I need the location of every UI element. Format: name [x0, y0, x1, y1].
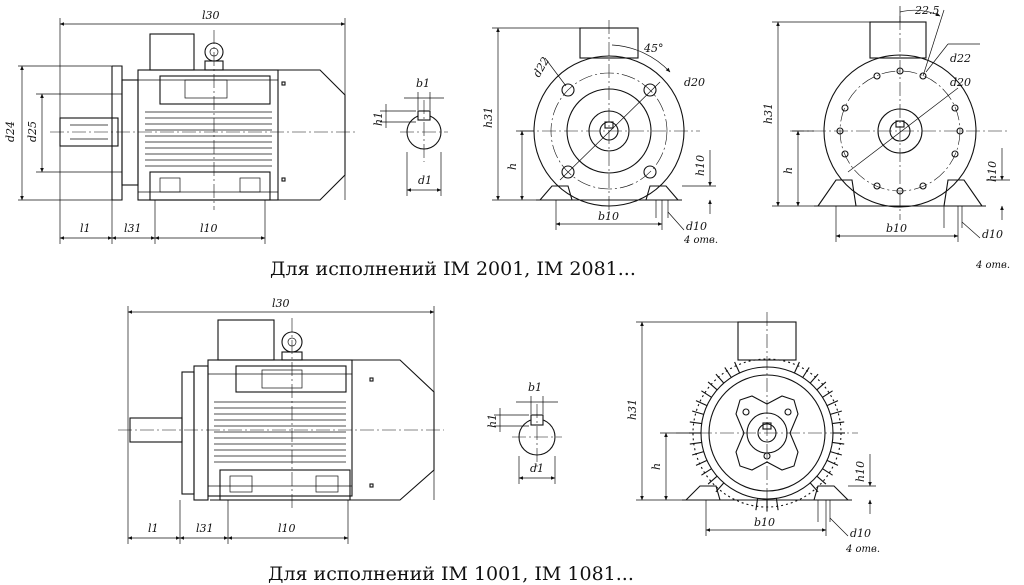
dim-b1-bottom: b1: [528, 381, 542, 394]
cooling-fin: [701, 468, 712, 476]
cooling-fin: [692, 410, 704, 415]
dim-b10-top1: b10: [598, 210, 619, 223]
dim-d1-bottom: d1: [530, 462, 544, 475]
dim-h-bottom: h: [650, 463, 663, 470]
bottom-shaft-section: b1 h1 d1: [486, 381, 562, 484]
dim-h31-bottom: h31: [626, 399, 639, 420]
dim-h-top1: h: [506, 163, 519, 170]
dim-h1-bottom: h1: [486, 414, 499, 428]
dim-d20-top1: d20: [684, 76, 705, 89]
caption-flange-mount: Для исполнений IM 1001, IM 1081...: [268, 563, 634, 585]
cooling-fin: [826, 400, 839, 407]
note-holes-top1: 4 отв.: [683, 235, 718, 246]
bottom-end-view: h31 h h10 b10 d10 4 отв.: [626, 312, 880, 555]
dim-h1-top: h1: [372, 112, 385, 126]
cooling-fin: [695, 459, 708, 466]
dim-l10-bottom: l10: [278, 522, 296, 535]
dim-h-top2: h: [782, 167, 795, 174]
cooling-fin: [822, 468, 833, 476]
dim-d10-top1: d10: [686, 220, 707, 233]
dim-b1-top: b1: [416, 77, 430, 90]
dim-d22-top2: d22: [950, 52, 971, 65]
cooling-fin: [775, 498, 779, 511]
cooling-fin: [707, 381, 718, 391]
top-flange-view-4holes: 45° d20 d22 h31 h h10 b10 d10 4 отв.: [482, 20, 718, 246]
dim-l31-bottom: l31: [196, 522, 214, 535]
cooling-fin: [816, 381, 827, 391]
dim-d10-bottom: d10: [850, 527, 871, 540]
dim-l31-top: l31: [124, 222, 142, 235]
cooling-fin: [809, 482, 819, 493]
cooling-fin: [830, 410, 842, 415]
cooling-fin: [822, 390, 833, 398]
dim-angle-22-5: 22.5: [914, 4, 940, 17]
cooling-fin: [695, 400, 708, 407]
dim-h10-top1: h10: [694, 155, 707, 176]
cooling-fin: [707, 475, 718, 485]
cooling-fin: [832, 421, 845, 425]
dim-h31-top2: h31: [762, 103, 775, 124]
dim-l30-bottom: l30: [272, 297, 290, 310]
cooling-fin: [755, 498, 759, 511]
cooling-fin: [692, 451, 704, 456]
dim-l10-top: l10: [200, 222, 218, 235]
cooling-fin: [701, 390, 712, 398]
cooling-fin: [715, 482, 725, 493]
top-side-view: l30: [4, 9, 355, 244]
cooling-fin: [689, 421, 702, 425]
cooling-fin: [826, 459, 839, 466]
top-shaft-section: b1 h1 d1: [372, 77, 448, 196]
cooling-fin: [809, 373, 819, 384]
dim-h10-bottom: h10: [854, 461, 867, 482]
cooling-fin: [793, 361, 800, 374]
cooling-fin: [802, 367, 810, 378]
note-holes-top2: 4 отв.: [975, 260, 1010, 271]
dim-l1-top: l1: [80, 222, 91, 235]
cooling-fin: [830, 451, 842, 456]
dim-d25: d25: [26, 121, 39, 142]
dim-h31-top1: h31: [482, 107, 495, 128]
cooling-fin: [724, 367, 732, 378]
dim-d22-top1: d22: [530, 55, 552, 80]
top-flange-view-8holes: 22.5 d22 d20 h31 h h10 b10 d10 4 отв.: [762, 4, 1010, 271]
dim-l1-bottom: l1: [148, 522, 159, 535]
dim-d1-top: d1: [418, 174, 432, 187]
note-holes-bottom: 4 отв.: [845, 544, 880, 555]
bottom-side-view: l30: [118, 297, 444, 544]
dim-l30-top: l30: [202, 9, 220, 22]
dim-b10-top2: b10: [886, 222, 907, 235]
caption-foot-mount: Для исполнений IM 2001, IM 2081...: [270, 258, 636, 280]
dim-d10-top2: d10: [982, 228, 1003, 241]
cooling-fin: [734, 361, 741, 374]
cooling-fin: [816, 475, 827, 485]
dim-h10-top2: h10: [986, 161, 999, 182]
dim-d24: d24: [4, 121, 17, 142]
dim-angle-45: 45°: [643, 42, 664, 55]
cooling-fin: [832, 441, 845, 445]
cooling-fin: [715, 373, 725, 384]
dim-d20-top2: d20: [950, 76, 971, 89]
dim-b10-bottom: b10: [754, 516, 775, 529]
cooling-fin: [689, 441, 702, 445]
